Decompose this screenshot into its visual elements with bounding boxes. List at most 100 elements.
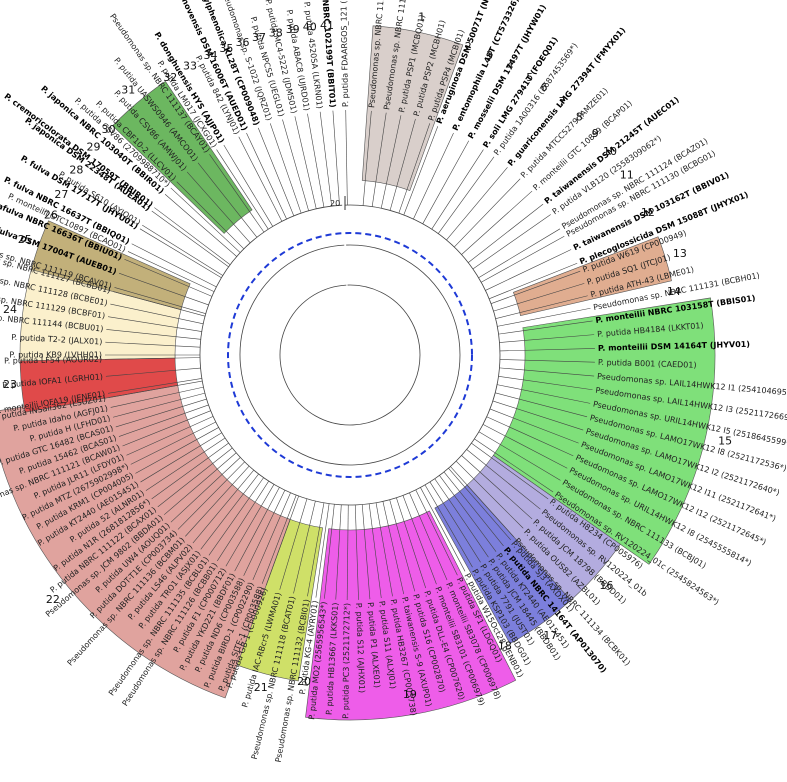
clade-number: 24 [3,303,17,316]
branch [389,499,416,592]
branch [118,272,209,306]
branch [234,487,280,572]
branch [368,503,382,599]
branch [490,270,581,304]
branch [252,492,291,581]
clade-number: 2 [465,40,472,53]
branch [209,154,265,233]
branch [489,408,579,444]
branch [424,484,473,568]
branch [118,404,209,437]
branch [164,194,237,257]
branch [499,367,595,377]
branch [122,410,211,447]
branch [154,207,231,265]
clade-number: 7 [559,95,566,108]
branch [446,167,508,241]
branch [208,477,264,556]
branch [346,504,349,600]
branch [176,181,245,250]
scale-bar: 20 [330,196,346,210]
clade-number: 21 [254,681,268,694]
clade-number: 35 [219,42,233,55]
clade-number: 1 [418,11,425,24]
clade-number: 14 [667,285,681,298]
branch [420,487,466,572]
branch [145,437,226,491]
clade-number: 12 [641,206,655,219]
branch [409,492,448,581]
branch [105,367,201,377]
clade-number: 27 [54,188,68,201]
backbone-arc [279,284,421,426]
branch [238,136,283,222]
branch [114,287,206,314]
branch [170,457,241,523]
branch [142,224,223,276]
clade-1-highlight [361,25,464,191]
branch [478,228,561,279]
branch [486,416,574,457]
branch [398,123,431,214]
branch [112,392,205,418]
branch [380,115,402,209]
clade-number: 40 [303,20,317,33]
branch [362,110,372,206]
branch [105,357,201,360]
branch [499,334,595,343]
branch [439,475,497,552]
clade-number: 13 [673,247,687,260]
clade-number: 19 [403,688,417,701]
clade-number: 31 [121,84,135,97]
branch [472,214,551,270]
clade-25-highlight [30,220,191,311]
branch [478,431,561,481]
branch [481,235,565,283]
branch [315,503,330,598]
clade-shapes [0,25,716,721]
branch [261,494,297,584]
clade-number: 4 [506,59,513,72]
branch [164,452,237,515]
leaf-label: P. putida KB9 (LVHH01) [9,351,102,360]
clade-15-highlight [492,297,716,565]
branch [177,461,245,530]
branch [107,378,202,394]
clade-number: 11 [620,168,634,181]
clade-22-highlight [0,382,291,699]
leaf-label: P. putida LF54 (AOUR02) [4,355,102,366]
branch [127,251,215,292]
branch [246,132,287,220]
clade-number: 17 [543,629,557,642]
branch [108,380,203,398]
clade-number: 6 [540,81,547,94]
backbone-arc [239,244,461,466]
branch [345,110,348,206]
clade-number: 32 [163,71,177,84]
clade-number: 9 [592,127,599,140]
clade-number: 38 [269,26,283,39]
branch [186,171,251,244]
branch [151,442,229,500]
branch [106,329,201,340]
clade-number: 5 [526,71,533,84]
branch [485,249,572,291]
clade-number: 10 [603,145,617,158]
branch [415,489,458,576]
branch [495,392,588,418]
branch [192,469,255,544]
branch [354,504,359,600]
branch [453,178,521,248]
clade-number: 28 [69,163,83,176]
branch [200,473,259,550]
branch [448,468,511,541]
branch [332,110,340,206]
branch [466,449,541,510]
branch [431,149,484,230]
branch [482,424,568,469]
branch [434,478,489,558]
branch [124,258,213,297]
clade-number: 3 [486,49,493,62]
branch [455,460,524,529]
branch [139,228,222,279]
